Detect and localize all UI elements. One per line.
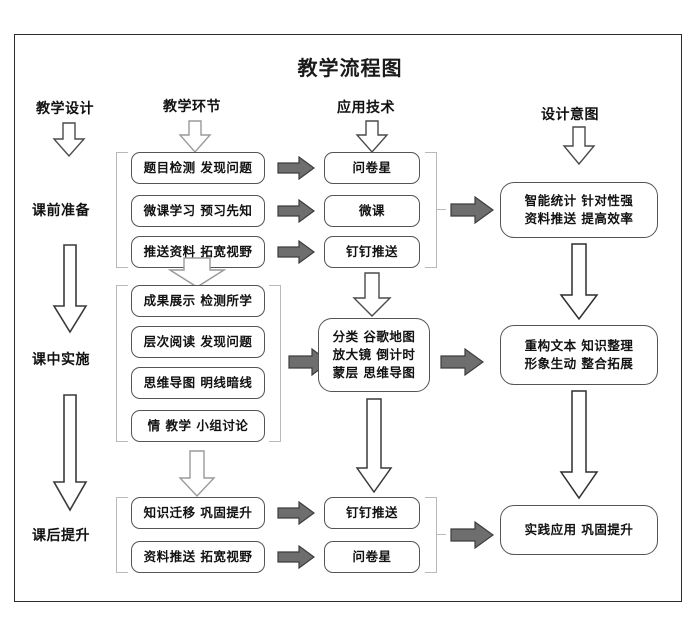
group-bracket-before-technologies xyxy=(425,152,437,268)
activity-box[interactable]: 思维导图 明线暗线 xyxy=(131,367,265,399)
column-header-design: 教学设计 xyxy=(36,101,94,117)
group-bracket-during-activities-left xyxy=(116,285,128,442)
group-bracket-stub xyxy=(437,534,446,536)
page-title: 教学流程图 xyxy=(297,56,403,80)
group-bracket-after-activities xyxy=(116,497,128,573)
technology-box[interactable]: 分类 谷歌地图 放大镜 倒计时 蒙层 思维导图 xyxy=(318,318,430,392)
arrow-down-icon-technology-head xyxy=(355,120,389,154)
arrow-right-icon xyxy=(450,521,494,549)
group-bracket-stub xyxy=(437,209,446,211)
technology-box[interactable]: 钉钉推送 xyxy=(324,236,420,268)
arrow-down-icon-technology-before-to-during xyxy=(352,272,392,318)
group-bracket-before-activities xyxy=(116,152,128,268)
arrow-right-icon xyxy=(277,156,315,180)
stage-label-during: 课中实施 xyxy=(32,352,90,368)
technology-box[interactable]: 问卷星 xyxy=(324,541,420,573)
activity-box[interactable]: 层次阅读 发现问题 xyxy=(131,326,265,358)
activity-box[interactable]: 情 教学 小组讨论 xyxy=(131,410,265,442)
column-header-stages: 教学环节 xyxy=(163,99,221,115)
arrow-down-icon-technology-during-to-after xyxy=(355,398,393,494)
column-header-technology: 应用技术 xyxy=(337,100,395,116)
arrow-down-icon-intent-before-to-during xyxy=(559,243,599,321)
arrow-down-icon-activities-during-to-after xyxy=(178,450,216,498)
activity-box[interactable]: 资料推送 拓宽视野 xyxy=(131,541,265,573)
arrow-down-icon-intent-head xyxy=(562,126,596,166)
group-bracket-after-technologies xyxy=(425,497,437,573)
activity-box[interactable]: 知识迁移 巩固提升 xyxy=(131,497,265,529)
arrow-down-icon-activities-before-to-during xyxy=(168,257,226,289)
technology-box[interactable]: 问卷星 xyxy=(324,152,420,184)
group-bracket-during-activities-right xyxy=(269,285,281,442)
activity-box[interactable]: 题目检测 发现问题 xyxy=(131,152,265,184)
arrow-right-icon xyxy=(277,545,315,569)
intent-box[interactable]: 智能统计 针对性强 资料推送 提高效率 xyxy=(500,182,658,238)
arrow-right-icon xyxy=(450,196,494,224)
stage-label-after: 课后提升 xyxy=(32,528,90,544)
technology-box[interactable]: 钉钉推送 xyxy=(324,497,420,529)
arrow-down-icon-during-to-after xyxy=(52,394,88,512)
activity-box[interactable]: 微课学习 预习先知 xyxy=(131,195,265,227)
arrow-down-icon-intent-during-to-after xyxy=(559,390,599,500)
arrow-down-icon-design-head xyxy=(52,122,86,158)
arrow-down-icon-before-to-during xyxy=(52,244,88,334)
activity-box[interactable]: 成果展示 检测所学 xyxy=(131,285,265,317)
intent-box[interactable]: 实践应用 巩固提升 xyxy=(500,505,658,555)
intent-box[interactable]: 重构文本 知识整理 形象生动 整合拓展 xyxy=(500,325,658,385)
arrow-right-icon xyxy=(440,348,484,376)
arrow-right-icon xyxy=(277,199,315,223)
arrow-right-icon xyxy=(277,240,315,264)
column-header-intent: 设计意图 xyxy=(541,107,599,123)
technology-box[interactable]: 微课 xyxy=(324,195,420,227)
arrow-right-icon xyxy=(277,501,315,525)
arrow-down-icon-stages-head xyxy=(178,120,212,154)
stage-label-before: 课前准备 xyxy=(32,203,90,219)
